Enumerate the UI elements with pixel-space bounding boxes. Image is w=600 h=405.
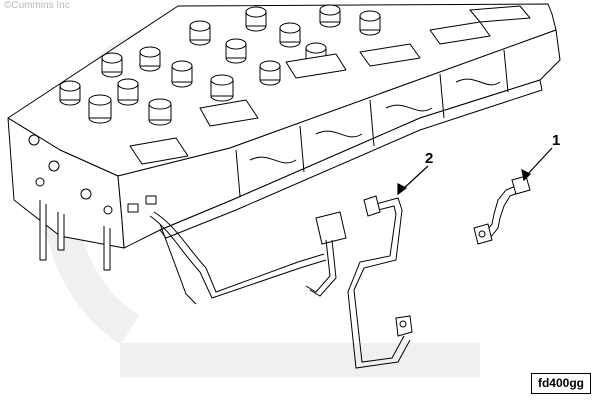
fuel-line-part-1	[473, 175, 531, 245]
fuel-line-part-2	[347, 195, 413, 369]
installed-fuel-line	[149, 211, 347, 305]
callout-2: 2	[425, 150, 434, 167]
cylinder-head	[7, 3, 561, 271]
figure-id-label: fd400gg	[530, 373, 591, 394]
head-side-ribs	[235, 49, 509, 197]
callout-leaders	[397, 147, 553, 196]
valve-spring-assemblies	[59, 4, 531, 165]
copyright-text: ©Cummins Inc	[4, 0, 70, 11]
callout-1: 1	[552, 132, 561, 149]
